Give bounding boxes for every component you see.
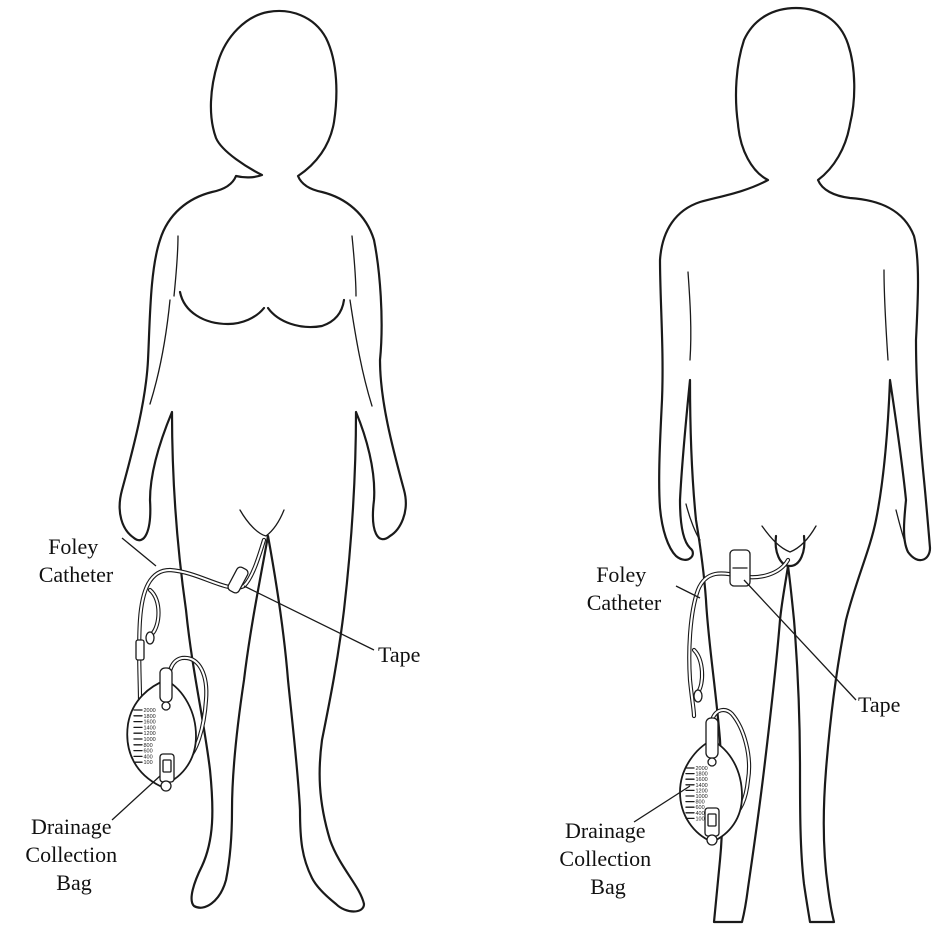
female-left-arm-line bbox=[150, 300, 170, 404]
male-bag-valve bbox=[707, 835, 717, 845]
male-tape-label: Tape bbox=[858, 692, 900, 717]
female-bag-hanger bbox=[160, 668, 172, 702]
female-bag-valve bbox=[161, 781, 171, 791]
female-tape bbox=[227, 566, 250, 595]
male-left-armpit bbox=[688, 272, 691, 360]
female-tape-label: Tape bbox=[378, 642, 420, 667]
female-right-breast bbox=[268, 300, 344, 327]
male-catheter-label: Foley Catheter bbox=[587, 562, 662, 615]
male-bag-label: Drainage Collection Bag bbox=[559, 818, 656, 899]
male-genitals bbox=[776, 536, 805, 566]
female-bag-outlet-slot bbox=[163, 760, 171, 772]
male-groin-line bbox=[762, 526, 816, 552]
female-left-armpit bbox=[174, 236, 178, 296]
female-catheter-balloon-port bbox=[146, 632, 154, 644]
female-tape-leader bbox=[244, 586, 374, 650]
female-catheter-leader bbox=[122, 538, 156, 566]
female-bag-scale-label: 100 bbox=[144, 760, 153, 766]
female-catheter-connector bbox=[136, 640, 144, 660]
male-bag-hanger-knob bbox=[708, 758, 716, 766]
male-tape-leader bbox=[744, 580, 856, 700]
female-bag-label: Drainage Collection Bag bbox=[25, 814, 122, 895]
male-bag-hanger bbox=[706, 718, 718, 758]
female-right-arm-line bbox=[350, 300, 372, 406]
female-right-armpit bbox=[352, 236, 356, 296]
female-catheter-label: Foley Catheter bbox=[39, 534, 114, 587]
male-right-hand-line bbox=[896, 510, 908, 552]
female-bag-hanger-knob bbox=[162, 702, 170, 710]
female-left-breast bbox=[180, 292, 264, 324]
female-groin-line bbox=[240, 510, 284, 536]
male-bag-outlet-slot bbox=[708, 814, 716, 826]
male-bag-scale-label: 100 bbox=[696, 816, 705, 822]
female-bag-leader bbox=[112, 776, 160, 820]
male-right-armpit bbox=[884, 270, 888, 360]
male-catheter-balloon-port bbox=[694, 690, 702, 702]
